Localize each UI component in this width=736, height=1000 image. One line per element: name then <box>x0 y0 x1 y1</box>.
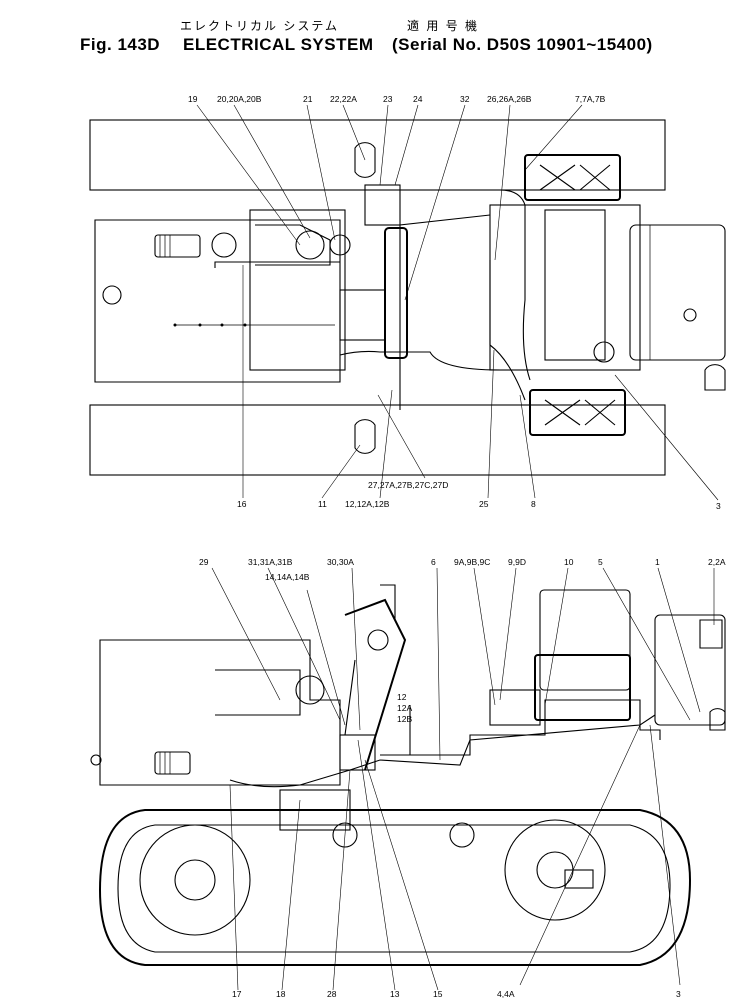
figure-title: ELECTRICAL SYSTEM <box>183 35 374 54</box>
side-rear-cylinder <box>154 751 191 775</box>
callout-21: 21 <box>303 94 313 104</box>
callout-9: 9A,9B,9C <box>454 557 490 567</box>
top-dashboard <box>384 227 408 359</box>
top-engine <box>489 204 641 371</box>
callout-23: 23 <box>383 94 393 104</box>
callout-24: 24 <box>413 94 423 104</box>
top-track-left <box>89 119 666 191</box>
callout-8: 8 <box>531 499 536 509</box>
callout-1: 1 <box>655 557 660 567</box>
callout-12: 12 <box>397 692 407 702</box>
callout-27: 27,27A,27B,27C,27D <box>368 480 448 490</box>
side-alternator <box>489 689 541 726</box>
figure-label: Fig. 143D <box>80 35 161 54</box>
side-battery <box>534 654 631 721</box>
title-japanese: エレクトリカル システム <box>180 19 339 33</box>
callout-28: 28 <box>327 989 337 999</box>
callout-18: 18 <box>276 989 286 999</box>
top-leaders <box>196 104 719 501</box>
top-view <box>89 119 726 476</box>
callout-9d: 9,9D <box>508 557 526 567</box>
callout-14: 14,14A,14B <box>265 572 310 582</box>
side-engine <box>539 589 631 691</box>
callout-15: 15 <box>433 989 443 999</box>
top-rear-frame <box>94 219 341 383</box>
callout-25: 25 <box>479 499 489 509</box>
side-leaders <box>211 567 715 991</box>
callout-12a: 12A <box>397 703 412 713</box>
callout-30: 30,30A <box>327 557 354 567</box>
top-operator-area <box>249 209 346 371</box>
top-rear-light <box>704 364 726 391</box>
serial-range: (Serial No. D50S 10901~15400) <box>392 35 653 54</box>
callout-26: 26,26A,26B <box>487 94 532 104</box>
callout-29: 29 <box>199 557 209 567</box>
callout-2: 2,2A <box>708 557 726 567</box>
top-battery-left <box>524 154 621 201</box>
callout-6: 6 <box>431 557 436 567</box>
callout-13: 13 <box>390 989 400 999</box>
top-track-right <box>89 404 666 476</box>
callout-12b: 12B <box>397 714 412 724</box>
callout-32: 32 <box>460 94 470 104</box>
callout-3-top: 3 <box>716 501 721 511</box>
side-radiator <box>654 614 726 726</box>
top-horn <box>295 230 325 260</box>
side-view <box>90 584 726 966</box>
callout-7: 7,7A,7B <box>575 94 606 104</box>
callout-16: 16 <box>237 499 247 509</box>
callout-11: 11 <box>318 499 327 509</box>
callout-22: 22,22A <box>330 94 357 104</box>
callout-3-bottom: 3 <box>676 989 681 999</box>
top-headlight-left <box>354 142 376 178</box>
callout-31: 31,31A,31B <box>248 557 293 567</box>
top-radiator <box>629 224 726 361</box>
callout-19: 19 <box>188 94 198 104</box>
applicability-japanese: 適 用 号 機 <box>407 19 480 33</box>
callout-17: 17 <box>232 989 242 999</box>
callout-4: 4,4A <box>497 989 515 999</box>
side-starter <box>279 789 351 831</box>
side-rear-body <box>99 639 341 786</box>
side-idler <box>504 819 606 921</box>
top-frame-hole <box>102 285 122 305</box>
callout-5: 5 <box>598 557 603 567</box>
side-track <box>98 809 692 966</box>
callout-10: 10 <box>564 557 574 567</box>
top-battery-right <box>529 389 626 436</box>
top-cylinder <box>154 234 201 258</box>
top-headlight-right <box>354 419 376 454</box>
callout-12-top: 12,12A,12B <box>345 499 390 509</box>
side-hood <box>380 699 661 756</box>
side-sprocket <box>139 824 251 936</box>
callout-labels: 19 20,20A,20B 21 22,22A 23 24 32 26,26A,… <box>188 94 726 999</box>
callout-20: 20,20A,20B <box>217 94 262 104</box>
